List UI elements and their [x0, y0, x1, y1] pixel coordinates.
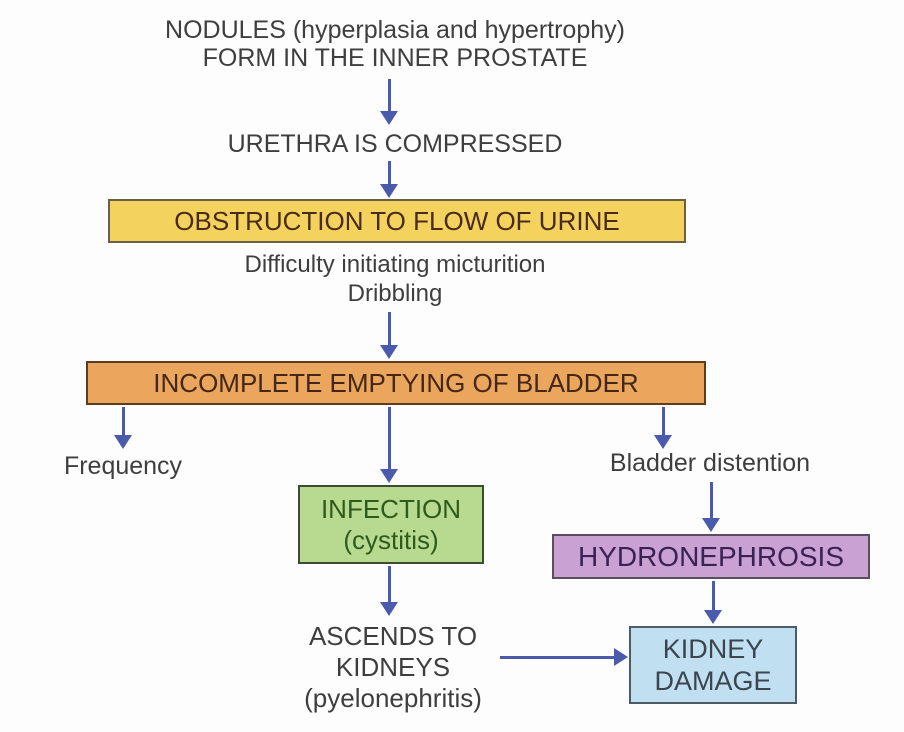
- node-ascends-to-kidneys: ASCENDS TO KIDNEYS (pyelonephritis): [273, 621, 513, 714]
- ascends-line2: KIDNEYS: [335, 652, 451, 682]
- node-nodules: NODULES (hyperplasia and hypertrophy) FO…: [60, 16, 730, 72]
- arrow-shaft: [387, 566, 391, 602]
- node-frequency: Frequency: [13, 452, 233, 480]
- box-infection: INFECTION (cystitis): [298, 485, 484, 564]
- frequency-label: Frequency: [63, 452, 183, 480]
- ascends-line1: ASCENDS TO: [308, 621, 478, 651]
- nodules-line2: FORM IN THE INNER PROSTATE: [202, 44, 588, 72]
- kidney-line2: DAMAGE: [654, 666, 772, 696]
- arrow-shaft: [387, 407, 391, 469]
- arrow-head-down-icon: [704, 610, 722, 624]
- arrow-incomplete-to-frequency: [114, 407, 132, 449]
- box-incomplete-emptying: INCOMPLETE EMPTYING OF BLADDER: [86, 361, 706, 405]
- box-obstruction: OBSTRUCTION TO FLOW OF URINE: [108, 199, 686, 243]
- node-urethra: URETHRA IS COMPRESSED: [60, 130, 730, 158]
- box-kidney-damage: KIDNEY DAMAGE: [629, 626, 797, 704]
- arrow-head-down-icon: [380, 602, 398, 616]
- arrow-distention-to-hydronephrosis: [702, 482, 720, 532]
- arrow-infection-to-ascends: [380, 566, 398, 616]
- arrow-head-down-icon: [380, 469, 398, 483]
- arrow-shaft: [121, 407, 125, 435]
- obstruction-label: OBSTRUCTION TO FLOW OF URINE: [174, 205, 620, 236]
- arrow-head-down-icon: [702, 518, 720, 532]
- symptom-line2: Dribbling: [347, 280, 443, 307]
- arrow-incomplete-to-distention: [654, 407, 672, 449]
- arrow-shaft: [709, 482, 713, 518]
- bladder-distention-label: Bladder distention: [609, 449, 811, 477]
- infection-line1: INFECTION: [320, 493, 462, 524]
- arrow-shaft: [387, 312, 391, 345]
- arrow-head-down-icon: [654, 435, 672, 449]
- box-hydronephrosis: HYDRONEPHROSIS: [552, 534, 870, 579]
- symptom-line1: Difficulty initiating micturition: [244, 251, 546, 278]
- arrow-head-down-icon: [114, 435, 132, 449]
- ascends-line3: (pyelonephritis): [304, 683, 482, 713]
- arrow-ascends-to-kidney: [500, 648, 628, 666]
- kidney-line1: KIDNEY: [662, 634, 764, 664]
- arrow-urethra-to-obstruction: [380, 161, 398, 198]
- arrow-shaft: [500, 655, 614, 659]
- hydronephrosis-label: HYDRONEPHROSIS: [577, 540, 845, 572]
- arrow-head-down-icon: [380, 111, 398, 125]
- arrow-shaft: [711, 581, 715, 610]
- arrow-hydronephrosis-to-kidney: [704, 581, 722, 624]
- infection-line2: (cystitis): [343, 524, 439, 555]
- arrow-shaft: [387, 79, 391, 111]
- arrow-symptoms-to-incomplete: [380, 312, 398, 359]
- node-symptoms: Difficulty initiating micturition Dribbl…: [60, 250, 730, 308]
- arrow-incomplete-to-infection: [380, 407, 398, 483]
- arrow-shaft: [661, 407, 665, 435]
- node-bladder-distention: Bladder distention: [555, 449, 865, 477]
- arrow-head-down-icon: [380, 345, 398, 359]
- arrow-shaft: [387, 161, 391, 184]
- arrow-nodules-to-urethra: [380, 79, 398, 125]
- arrow-head-right-icon: [614, 648, 628, 666]
- urethra-label: URETHRA IS COMPRESSED: [227, 130, 563, 158]
- incomplete-label: INCOMPLETE EMPTYING OF BLADDER: [153, 367, 639, 398]
- arrow-head-down-icon: [380, 184, 398, 198]
- nodules-line1: NODULES (hyperplasia and hypertrophy): [165, 16, 625, 44]
